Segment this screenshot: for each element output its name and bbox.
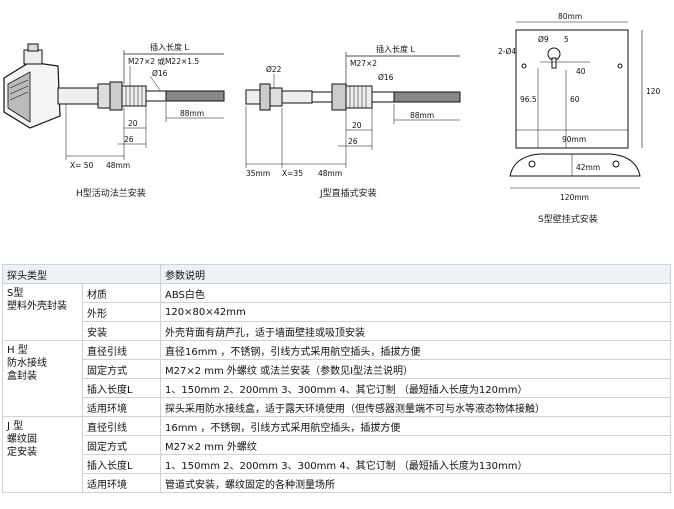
h-dim-48: 48mm: [106, 161, 130, 170]
s-type-caption: S型壁挂式安装: [538, 215, 598, 225]
probe-tube: [145, 90, 167, 102]
s-dim-965: 96.5: [520, 95, 537, 104]
s-dim-42: 42mm: [576, 163, 600, 172]
h-insert-length-label: 插入长度 L: [150, 42, 190, 52]
probe-type-cell: H 型防水接线盒封装: [2, 340, 83, 417]
junction-box-shape: [3, 43, 61, 129]
table-header-row: 探头类型 参数说明: [2, 264, 671, 284]
attribute-cell: 插入长度L: [82, 454, 161, 474]
attribute-cell: 插入长度L: [82, 378, 161, 398]
s-type-diagram: 80mm 2-Ø4 Ø9 5 40 120 96.5 60 90mm 42mm …: [480, 0, 674, 232]
h-dim-26: 26: [124, 135, 134, 144]
value-cell: 外壳背面有葫芦孔，适于墙面壁挂或吸顶安装: [160, 321, 671, 341]
h-type-diagram: 插入长度 L M27×2 或M22×1.5 Ø16 20 26 88mm X= …: [0, 0, 228, 232]
table-row: 适用环境探头采用防水接线盒，适于露天环境使用（但传感器测量端不可与水等液态物体接…: [3, 397, 671, 417]
j-dim-20: 20: [352, 121, 362, 130]
value-cell: M27×2 mm 外螺纹 或法兰安装（参数见I型法兰说明）: [160, 359, 671, 379]
j-dim-x35: X=35: [282, 169, 303, 178]
probe-type-line: S型: [7, 288, 24, 299]
probe-type-line: 防水接线: [7, 358, 47, 369]
j-dim-35: 35mm: [246, 169, 270, 178]
s-dim-9: Ø9: [538, 35, 549, 44]
header-type: 探头类型: [2, 264, 161, 284]
value-cell: ABS白色: [160, 283, 671, 303]
s-dim-120-side: 120: [646, 87, 661, 96]
s-dim-80: 80mm: [558, 12, 582, 21]
j-dim-88: 88mm: [410, 111, 434, 120]
h-type-caption: H型活动法兰安装: [76, 189, 146, 199]
value-cell: 探头采用防水接线盒，适于露天环境使用（但传感器测量端不可与水等液态物体接触）: [160, 397, 671, 417]
probe-type-line: H 型: [7, 345, 28, 356]
flange-shape: [97, 81, 147, 111]
j-dia22-label: Ø22: [266, 65, 282, 74]
j-dim-48: 48mm: [318, 169, 342, 178]
attribute-cell: 材质: [82, 283, 161, 303]
s-type-drawing: 80mm 2-Ø4 Ø9 5 40 120 96.5 60 90mm 42mm …: [498, 12, 661, 202]
attribute-cell: 固定方式: [82, 359, 161, 379]
value-cell: 管道式安装，螺纹固定的各种测量场所: [160, 473, 671, 493]
value-cell: 1、150mm 2、200mm 3、300mm 4、其它订制 （最短插入长度为1…: [160, 378, 671, 398]
j-thread-label: M27×2: [350, 59, 377, 68]
h-dim-x50: X= 50: [70, 161, 94, 170]
probe-tip: [165, 90, 225, 102]
attribute-cell: 外形: [82, 302, 161, 322]
attribute-cell: 安装: [82, 321, 161, 341]
j-type-drawing: Ø22 插入长度 L M27×2 Ø16 20 26 88mm 35mm X=3…: [245, 44, 461, 178]
s-front-face: [515, 29, 629, 149]
value-cell: 16mm ，不锈钢，引线方式采用航空插头，插拔方便: [160, 416, 671, 436]
value-cell: 120×80×42mm: [160, 302, 671, 322]
header-param: 参数说明: [160, 264, 671, 284]
j-insert-length-label: 插入长度 L: [376, 44, 416, 54]
attribute-cell: 固定方式: [82, 435, 161, 455]
s-dim-120-bottom: 120mm: [560, 193, 589, 202]
j-dim-26: 26: [348, 137, 358, 146]
s-dim-90: 90mm: [562, 135, 586, 144]
value-cell: 1、150mm 2、200mm 3、300mm 4、其它订制 （最短插入长度为1…: [160, 454, 671, 474]
probe-type-line: 盒封装: [7, 371, 37, 382]
j-probe-tube: [371, 91, 395, 103]
probe-type-line: 塑料外壳封装: [7, 301, 67, 312]
h-dim-20: 20: [128, 119, 138, 128]
probe-type-cell: J 型螺纹固定安装: [2, 416, 83, 493]
probe-type-line: 定安装: [7, 447, 37, 458]
attribute-cell: 适用环境: [82, 473, 161, 493]
probe-type-line: 螺纹固: [7, 434, 37, 445]
j-dia16-label: Ø16: [378, 73, 394, 82]
h-type-drawing: 插入长度 L M27×2 或M22×1.5 Ø16 20 26 88mm X= …: [3, 42, 225, 170]
j-type-caption: J型直插式安装: [320, 189, 377, 199]
value-cell: M27×2 mm 外螺纹: [160, 435, 671, 455]
table-row: 适用环境管道式安装，螺纹固定的各种测量场所: [3, 473, 671, 493]
neck-shape: [57, 87, 99, 105]
probe-type-cell: S型塑料外壳封装: [2, 283, 83, 341]
table-row: 安装外壳背面有葫芦孔，适于墙面壁挂或吸顶安装: [3, 321, 671, 341]
j-type-diagram: Ø22 插入长度 L M27×2 Ø16 20 26 88mm 35mm X=3…: [234, 0, 470, 232]
s-dim-5: 5: [564, 35, 569, 44]
value-cell: 直径16mm ，不锈钢，引线方式采用航空插头，插拔方便: [160, 340, 671, 360]
attribute-cell: 直径引线: [82, 416, 161, 436]
probe-type-line: J 型: [7, 421, 24, 432]
s-dim-2x4: 2-Ø4: [498, 47, 516, 56]
h-dim-88: 88mm: [180, 109, 204, 118]
attribute-cell: 适用环境: [82, 397, 161, 417]
s-dim-60: 60: [570, 95, 580, 104]
attribute-cell: 直径引线: [82, 340, 161, 360]
h-thread-label: M27×2 或M22×1.5: [128, 56, 199, 66]
j-probe-tip: [393, 91, 461, 103]
h-dia-label: Ø16: [152, 69, 168, 78]
s-dim-40: 40: [576, 67, 586, 76]
s-side-view: [509, 153, 641, 177]
table-row: H 型防水接线盒封装直径引线直径16mm ，不锈钢，引线方式采用航空插头，插拔方…: [2, 340, 671, 417]
j-thread-shape: [331, 83, 373, 111]
j-connector-shape: [245, 83, 333, 111]
